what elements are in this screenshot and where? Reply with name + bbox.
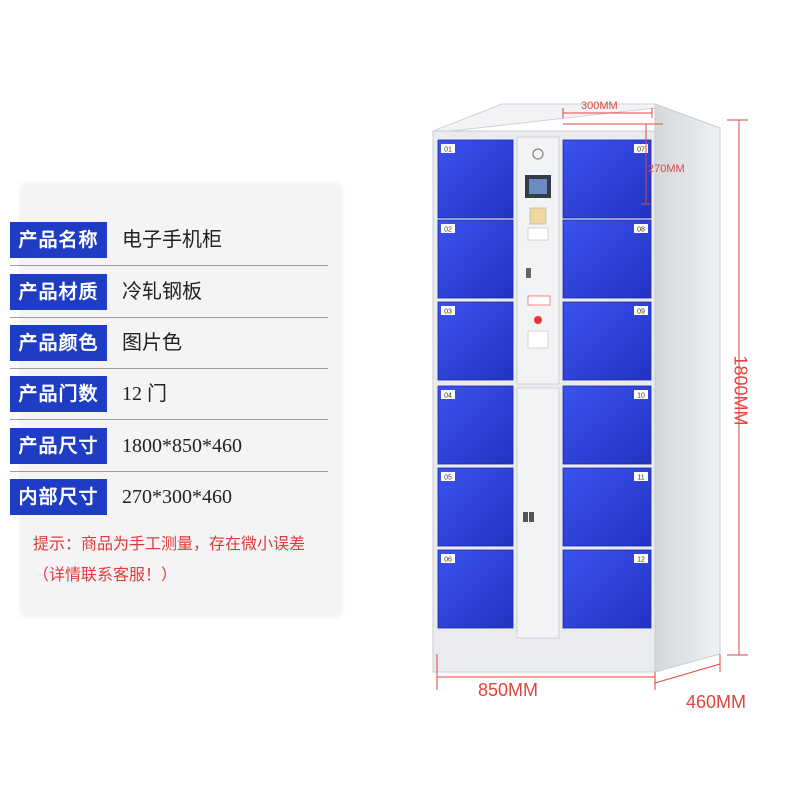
locker-number: 08 [637,227,645,234]
locker-number-tag [441,390,455,399]
lock-icon [526,268,531,278]
spec-row-doors: 产品门数 12 门 [10,376,328,420]
divider [10,419,328,420]
locker-number-tag [634,224,648,233]
spec-row-inner-size: 内部尺寸 270*300*460 [10,479,328,515]
width-dimension: 850MM [478,680,539,700]
spec-value: 1800*850*460 [122,435,242,457]
locker-number-tag [634,554,648,563]
locker-number-tag [441,144,455,153]
spec-label: 产品颜色 [10,325,107,361]
spec-value: 电子手机柜 [122,229,222,251]
locker-number-tag [634,144,648,153]
camera-icon [532,148,544,160]
locker-number: 04 [444,393,452,400]
spec-row-color: 产品颜色 图片色 [10,325,328,369]
divider [10,265,328,266]
measurement-note: 提示：商品为手工测量，存在微小误差（详情联系客服！） [33,534,306,584]
cabinet-side [654,103,721,673]
spec-value: 图片色 [122,332,182,354]
locker-number-tag [441,224,455,233]
height-dimension: 1800MM [730,355,751,426]
locker-number-tag [634,472,648,481]
spec-value: 冷轧钢板 [122,281,202,303]
spec-value: 12 门 [122,383,167,405]
spec-label: 产品尺寸 [10,428,107,464]
locker-number-tag [441,306,455,315]
locker-number: 07 [637,147,645,154]
spec-label: 内部尺寸 [10,479,107,515]
locker-number: 10 [637,393,645,400]
emergency-button [534,316,542,324]
lock-icon [523,512,528,522]
locker-number: 05 [444,475,452,482]
divider [10,317,328,318]
locker-number: 03 [444,309,452,316]
spec-row-name: 产品名称 电子手机柜 [10,222,328,266]
spec-row-size: 产品尺寸 1800*850*460 [10,428,328,472]
locker-number: 11 [637,475,644,482]
divider [10,368,328,369]
locker-number: 12 [637,557,645,564]
door-height-dimension: 270MM [648,163,685,175]
divider [10,471,328,472]
spec-label: 产品材质 [10,274,107,310]
locker-number: 01 [444,147,452,154]
locker-number: 09 [637,309,645,316]
locker-number-tag [634,306,648,315]
spec-label: 产品门数 [10,376,107,412]
depth-dimension: 460MM [686,692,747,712]
locker-grid: 01 02 03 04 05 06 07 08 09 10 11 12 [437,139,652,629]
door-width-dimension: 300MM [581,100,618,112]
dimension-lines [436,108,748,690]
cabinet-top [432,103,656,134]
scanner [529,207,547,225]
spec-value: 270*300*460 [122,486,232,508]
locker-number: 06 [444,557,452,564]
spec-row-material: 产品材质 冷轧钢板 [10,274,328,318]
locker-number-tag [634,390,648,399]
locker-number: 02 [444,227,452,234]
locker-number-tag [441,472,455,481]
spec-label: 产品名称 [10,222,107,258]
locker-number-tag [441,554,455,563]
